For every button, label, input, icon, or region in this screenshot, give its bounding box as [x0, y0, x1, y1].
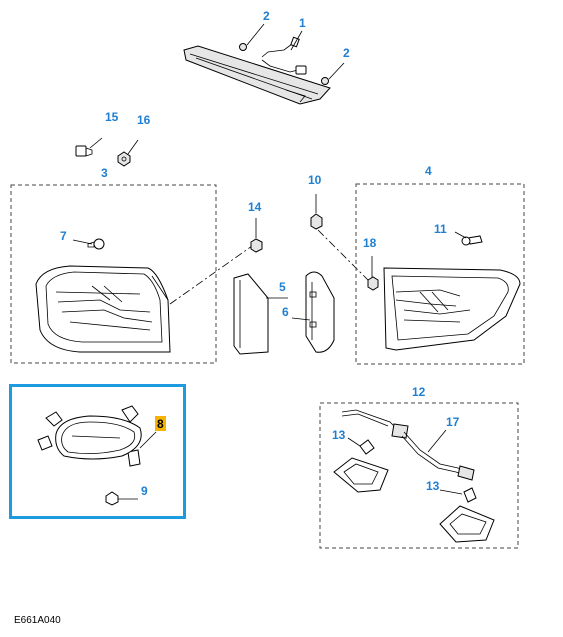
- reflex-reflector-8[interactable]: [37, 405, 142, 467]
- diagram-reference-code: E661A040: [14, 615, 61, 626]
- callout-10[interactable]: 10: [308, 173, 322, 187]
- inner-tail-lamp-group: [355, 183, 525, 365]
- high-mounted-stop-lamp[interactable]: [183, 36, 331, 105]
- callout-18[interactable]: 18: [363, 236, 377, 250]
- callout-16[interactable]: 16: [137, 113, 151, 127]
- callout-3[interactable]: 3: [101, 166, 108, 180]
- callout-2a[interactable]: 2: [263, 9, 270, 23]
- callout-14[interactable]: 14: [248, 200, 262, 214]
- nut-10[interactable]: [310, 213, 323, 230]
- gasket-6[interactable]: [305, 271, 335, 353]
- callout-13b[interactable]: 13: [426, 479, 440, 493]
- outer-tail-lamp-group: [10, 184, 217, 364]
- selected-part-highlight: [9, 384, 186, 519]
- license-lamp-group: [319, 402, 519, 549]
- bulb-13b[interactable]: [463, 487, 477, 503]
- wiring-harness-17[interactable]: [341, 409, 475, 481]
- callout-15[interactable]: 15: [105, 110, 119, 124]
- license-lamp-b[interactable]: [439, 505, 495, 543]
- callout-7[interactable]: 7: [60, 229, 67, 243]
- nut-18[interactable]: [367, 276, 379, 291]
- callout-13a[interactable]: 13: [332, 428, 346, 442]
- callout-1[interactable]: 1: [299, 16, 306, 30]
- license-lamp-a[interactable]: [333, 457, 389, 493]
- callout-8-badge: [155, 416, 166, 431]
- callout-11[interactable]: 11: [434, 222, 447, 236]
- callout-4[interactable]: 4: [425, 164, 432, 178]
- callout-8[interactable]: 8: [157, 417, 164, 431]
- bulb-7[interactable]: [87, 238, 105, 250]
- callout-5[interactable]: 5: [279, 280, 286, 294]
- clip-9[interactable]: [105, 491, 119, 506]
- bulb-holder[interactable]: [75, 145, 93, 157]
- callout-6[interactable]: 6: [282, 305, 289, 319]
- nut-fastener[interactable]: [117, 151, 131, 167]
- outer-tail-lamp[interactable]: [35, 265, 171, 353]
- callout-12[interactable]: 12: [412, 385, 426, 399]
- callout-9[interactable]: 9: [141, 484, 148, 498]
- inner-tail-lamp[interactable]: [383, 267, 521, 351]
- screw-fastener[interactable]: [239, 43, 329, 85]
- callout-17[interactable]: 17: [446, 415, 460, 429]
- bulb-11[interactable]: [461, 235, 483, 246]
- gasket-5[interactable]: [233, 273, 269, 355]
- nut-14[interactable]: [250, 238, 263, 253]
- callout-2b[interactable]: 2: [343, 46, 350, 60]
- bulb-13a[interactable]: [359, 439, 375, 455]
